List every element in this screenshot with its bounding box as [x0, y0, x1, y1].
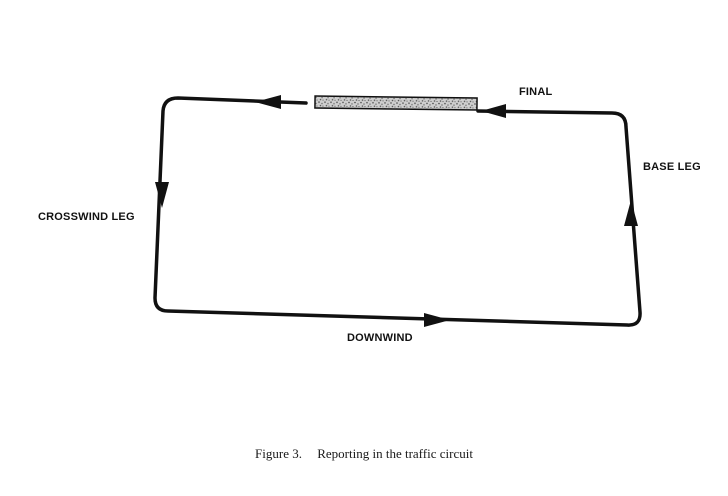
figure-number: Figure 3. [255, 446, 302, 461]
runway [314, 95, 478, 111]
label-final: FINAL [519, 86, 552, 98]
arrow-downwind-icon [424, 313, 450, 327]
arrow-base-icon [624, 200, 638, 226]
circuit-path [153, 96, 642, 327]
figure-caption-text: Reporting in the traffic circuit [317, 446, 473, 461]
arrow-crosswind-icon [155, 182, 169, 208]
label-crosswind-leg: CROSSWIND LEG [38, 211, 135, 223]
label-downwind: DOWNWIND [347, 332, 413, 344]
arrow-crosswind-start-icon [255, 95, 281, 109]
label-base-leg: BASE LEG [643, 161, 701, 173]
arrow-final-icon [481, 104, 506, 118]
figure-caption: Figure 3. Reporting in the traffic circu… [0, 446, 728, 462]
